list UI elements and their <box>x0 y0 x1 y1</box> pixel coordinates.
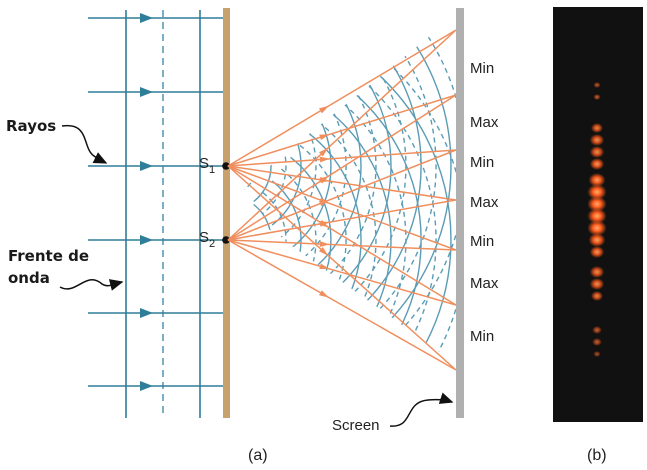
fringe-label: Min <box>470 233 494 250</box>
wavefront-label-line1: Frente de <box>8 247 89 265</box>
slit-label-s1: S1 <box>199 155 215 176</box>
incident-wave-region <box>88 10 224 418</box>
fringe-spot <box>589 134 605 146</box>
diffracted-ray <box>227 149 457 167</box>
fringe-spot <box>593 94 601 100</box>
caption-b: (b) <box>587 447 607 464</box>
fringe-spot <box>593 351 601 357</box>
fringe-spot <box>592 338 602 346</box>
interference-wavefronts <box>234 10 462 368</box>
diffracted-ray <box>227 239 457 371</box>
fringe-label: Min <box>470 154 494 171</box>
fringe-label: Max <box>470 114 499 131</box>
diffracted-ray <box>227 199 457 241</box>
diffracted-ray-arrowhead <box>319 199 330 207</box>
diffracted-ray-arrowhead <box>319 134 330 141</box>
fringe-spot <box>593 82 601 88</box>
wavefront-arc <box>308 133 362 347</box>
diffracted-ray-arrowhead <box>318 175 329 184</box>
diffracted-ray <box>227 239 457 251</box>
wavefront-arc-dashed <box>373 50 462 368</box>
diffracted-ray <box>227 149 457 241</box>
fringe-label: Min <box>470 328 494 345</box>
fringe-spot <box>591 123 603 133</box>
fringe-label: Max <box>470 275 499 292</box>
wavefront-label-line2: onda <box>8 269 50 287</box>
fringe-spot <box>588 173 606 187</box>
wavefront-arc-dashed <box>317 121 377 359</box>
fringe-photograph <box>553 7 643 422</box>
slit-label-s2: S2 <box>199 229 215 250</box>
diffracted-rays <box>227 29 457 371</box>
fringe-spot <box>589 266 605 278</box>
diffracted-ray-arrowhead <box>318 105 329 114</box>
diffracted-ray-arrowhead <box>318 246 329 256</box>
diffracted-ray <box>227 165 457 251</box>
wavefront-arc-dashed <box>354 10 437 333</box>
diffracted-ray-arrowhead <box>319 263 330 270</box>
diffracted-ray <box>227 94 457 167</box>
wavefront-arc-dashed <box>354 73 437 368</box>
screen-bar <box>456 8 464 418</box>
fringe-spot <box>592 326 602 334</box>
diffracted-ray <box>227 165 457 306</box>
slit-barrier <box>222 8 230 418</box>
diffracted-ray-arrowhead <box>318 147 329 157</box>
fringe-spot <box>587 208 607 224</box>
fringe-spot <box>589 158 605 170</box>
rays-label: Rayos <box>6 117 56 135</box>
incident-rays <box>88 17 224 387</box>
diffracted-ray <box>227 165 457 201</box>
ray-arrowheads <box>140 13 153 391</box>
fringe-spot <box>589 146 605 158</box>
slit-s2 <box>222 236 230 244</box>
diffracted-ray-arrowhead <box>319 156 330 163</box>
caption-a: (a) <box>248 447 268 464</box>
wavefront-arc-dashed <box>336 97 407 368</box>
diffracted-ray-arrowhead <box>319 241 330 247</box>
diffracted-ray-arrowhead <box>318 290 329 298</box>
diffracted-ray <box>227 94 457 241</box>
screen-pointer-arrow <box>389 392 454 427</box>
fringe-spot <box>587 184 607 200</box>
diffracted-ray <box>227 29 457 167</box>
slit-s1 <box>222 162 230 170</box>
wavefront-arc-dashed <box>299 144 347 336</box>
diffracted-ray <box>227 165 457 371</box>
fringe-label: Max <box>470 194 499 211</box>
fringe-spot <box>588 233 606 247</box>
wavefront-arc <box>364 62 452 368</box>
diffracted-ray-arrowhead <box>319 221 330 227</box>
fringe-labels: Min Max Min Max Min Max Min <box>470 60 499 345</box>
screen-label: Screen <box>332 417 380 434</box>
fringe-spot <box>587 196 607 212</box>
rays-pointer-arrow <box>61 124 108 164</box>
fringe-spot <box>589 246 605 258</box>
fringe-spot <box>587 220 607 236</box>
diffracted-ray <box>227 239 457 306</box>
diffracted-ray <box>227 29 457 241</box>
fringe-spot <box>589 278 605 290</box>
fringe-label: Min <box>470 60 494 77</box>
wavefront-arc-dashed <box>280 168 317 312</box>
fringe-spot <box>591 291 603 301</box>
wavefront-pointer-arrow <box>59 279 124 291</box>
